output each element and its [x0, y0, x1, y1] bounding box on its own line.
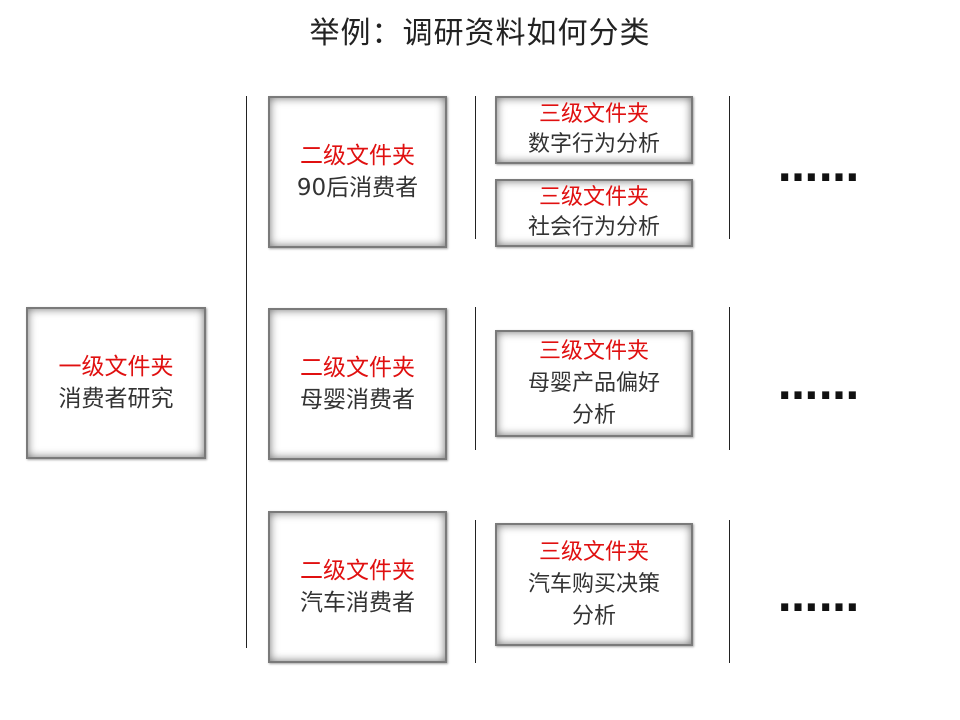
level3-folder-box: 三级文件夹 社会行为分析: [495, 179, 693, 247]
level2-folder-box: 二级文件夹 母婴消费者: [268, 308, 447, 460]
separator-line-1: [246, 96, 247, 648]
separator-line-3a: [729, 96, 730, 239]
page-title: 举例：调研资料如何分类: [309, 16, 651, 51]
level1-folder-box: 一级文件夹 消费者研究: [26, 307, 206, 459]
separator-line-2c: [475, 520, 476, 663]
level2-name: 母婴消费者: [300, 387, 415, 413]
level2-folder-box: 二级文件夹 90后消费者: [268, 96, 447, 248]
level1-label: 一级文件夹: [58, 354, 174, 380]
level2-name: 汽车消费者: [300, 590, 415, 616]
level2-folder-box: 二级文件夹 汽车消费者: [268, 511, 447, 663]
separator-line-2a: [475, 96, 476, 239]
ellipsis-more: ……: [778, 575, 860, 621]
level3-label: 三级文件夹: [538, 539, 649, 565]
separator-line-3c: [729, 520, 730, 663]
level2-label: 二级文件夹: [300, 143, 415, 169]
level3-label: 三级文件夹: [538, 338, 649, 364]
separator-line-2b: [475, 307, 476, 450]
level3-folder-box: 三级文件夹 数字行为分析: [495, 96, 693, 164]
level1-name: 消费者研究: [58, 386, 174, 412]
level2-label: 二级文件夹: [300, 558, 415, 584]
level3-folder-box: 三级文件夹 汽车购买决策分析: [495, 523, 693, 646]
level2-label: 二级文件夹: [300, 355, 415, 381]
level3-label: 三级文件夹: [538, 185, 649, 210]
separator-line-3b: [729, 307, 730, 450]
level3-label: 三级文件夹: [538, 102, 649, 127]
level3-name: 汽车购买决策分析: [527, 571, 660, 629]
level3-name: 数字行为分析: [527, 132, 660, 157]
level3-name: 母婴产品偏好分析: [527, 370, 660, 428]
level2-name: 90后消费者: [296, 175, 419, 201]
ellipsis-more: ……: [778, 363, 860, 409]
level3-folder-box: 三级文件夹 母婴产品偏好分析: [495, 330, 693, 437]
level3-name: 社会行为分析: [527, 215, 660, 240]
ellipsis-more: ……: [778, 145, 860, 191]
